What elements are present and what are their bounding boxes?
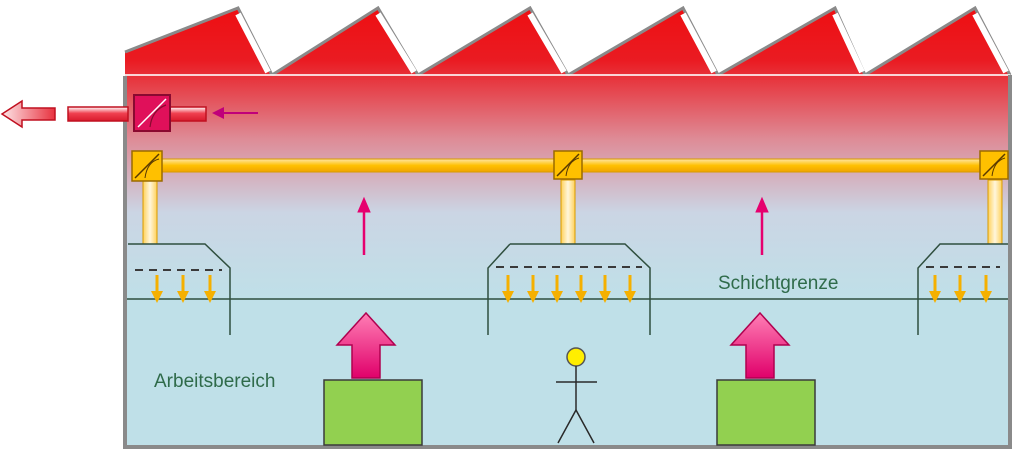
airflow-arrow-icon (177, 275, 189, 303)
airflow-arrow-icon (551, 275, 563, 303)
heat-plume-arrow-icon (335, 311, 397, 379)
diffuser-lines (135, 266, 1000, 271)
outlet-hood-right (917, 243, 1008, 335)
damper-icon (553, 150, 583, 180)
heat-source-icon (323, 379, 423, 446)
heat-source-left (323, 311, 423, 446)
heat-source-right (716, 311, 816, 446)
intake-arrow-icon (212, 107, 258, 119)
exhaust-pipe-outer (67, 106, 129, 122)
heat-plume-arrow-icon (729, 311, 791, 379)
airflow-arrow-icon (929, 275, 941, 303)
work-zone-label: Arbeitsbereich (154, 371, 275, 392)
thermal-rise-arrow-icon (755, 196, 769, 255)
exhaust-system (0, 94, 258, 132)
work-zone-air (125, 298, 1010, 446)
duct-drop-center (560, 179, 576, 245)
airflow-arrow-icon (980, 275, 992, 303)
airflow-arrow-icon (954, 275, 966, 303)
damper-icon (131, 150, 163, 182)
exhaust-fan-icon (133, 94, 171, 132)
air-outlets (128, 243, 1008, 335)
airflow-arrow-icon (624, 275, 636, 303)
roof-glazing (235, 12, 1009, 74)
rising-heat-arrows (357, 196, 769, 255)
layer-boundary-label: Schichtgrenze (718, 273, 838, 294)
damper-icon (979, 150, 1009, 180)
airflow-arrow-icon (527, 275, 539, 303)
thermal-rise-arrow-icon (357, 196, 371, 255)
supply-air-arrows (151, 275, 992, 303)
outlet-hood-left (128, 243, 231, 335)
duct-drop-left (142, 179, 158, 245)
heat-source-icon (716, 379, 816, 446)
airflow-arrow-icon (204, 275, 216, 303)
exhaust-pipe-inner (169, 106, 207, 122)
person-icon (556, 347, 597, 444)
airflow-arrow-icon (151, 275, 163, 303)
airflow-arrow-icon (575, 275, 587, 303)
exhaust-out-arrow-icon (0, 99, 56, 129)
airflow-arrow-icon (502, 275, 514, 303)
duct-drop-right (987, 179, 1003, 245)
airflow-arrow-icon (599, 275, 611, 303)
roof-outline (124, 5, 1012, 77)
outlet-hood-center (487, 243, 651, 335)
